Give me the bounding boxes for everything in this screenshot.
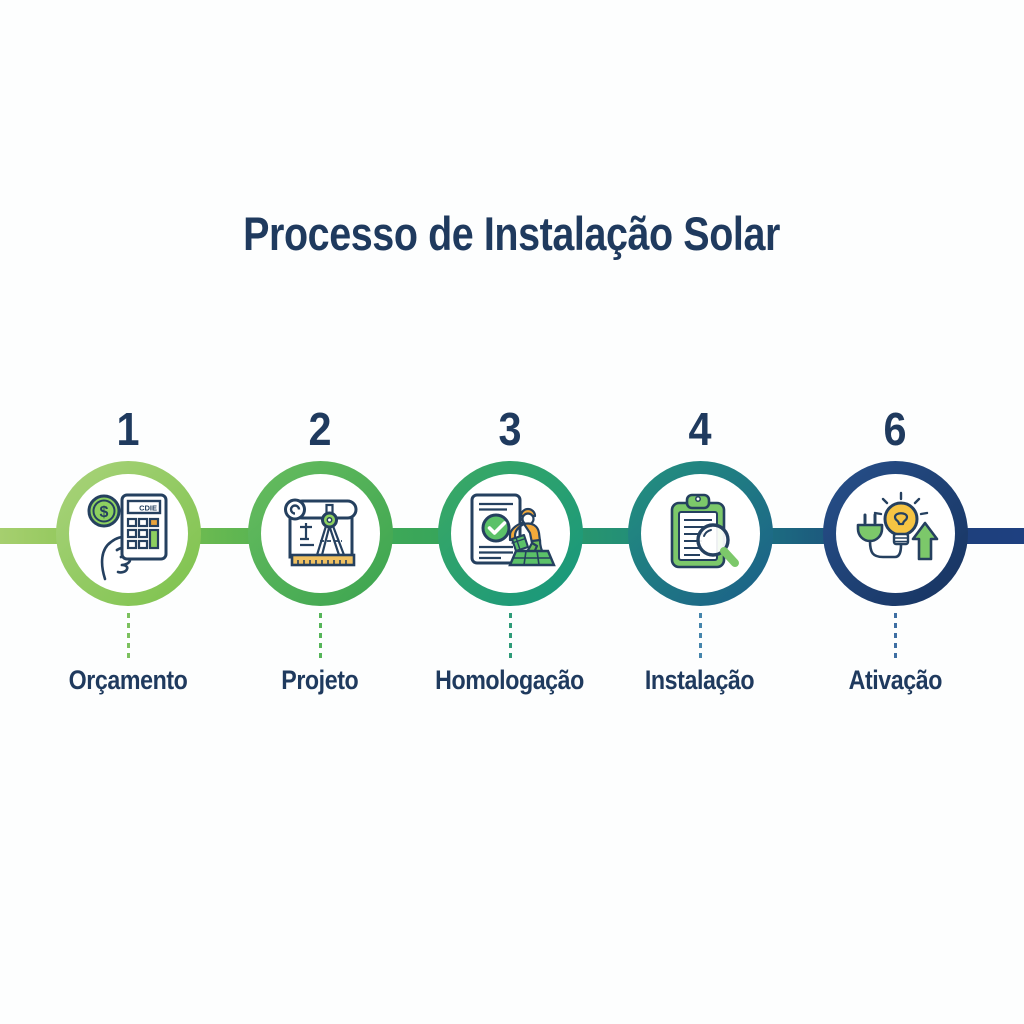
blueprint-compass-icon	[284, 498, 358, 567]
power-plug	[856, 513, 903, 559]
step-label: Instalação	[645, 665, 755, 695]
connector-dash	[893, 613, 897, 661]
step-number: 4	[688, 403, 712, 455]
connector-dash	[698, 613, 702, 661]
clipboard-magnifier-icon	[670, 493, 739, 569]
step-label: Orçamento	[68, 665, 188, 695]
light-rays	[873, 491, 929, 516]
step-ativacao: 6 Ativação	[800, 403, 990, 713]
step-label: Homologação	[435, 665, 585, 695]
step-instalacao: 4 Instalação	[605, 403, 795, 713]
money-coin: $	[87, 494, 121, 528]
step-number: 6	[883, 403, 907, 455]
calculator-money-icon: $ CDIE	[87, 493, 168, 581]
held-panel	[511, 534, 529, 552]
step-homologacao: 3 Homologaç	[415, 403, 605, 713]
magnifier	[696, 523, 739, 567]
ruler	[290, 553, 356, 567]
connector-dash	[508, 613, 512, 661]
solar-panel	[508, 549, 556, 567]
connector-dash	[126, 613, 130, 661]
page-title: Processo de Instalação Solar	[243, 207, 781, 260]
step-label: Ativação	[848, 665, 942, 695]
step-number: 3	[498, 403, 522, 455]
document-check-worker-icon	[470, 493, 556, 567]
step-number: 1	[116, 403, 140, 455]
step-circle	[822, 461, 968, 606]
up-arrow	[911, 521, 939, 561]
svg-text:$: $	[100, 504, 109, 521]
step-label: Projeto	[281, 665, 359, 695]
step-number: 2	[308, 403, 332, 455]
lightbulb-plug-icon	[856, 491, 939, 561]
worker-figure	[508, 507, 546, 563]
step-orcamento: 1 $ CDIE Orçamento	[33, 403, 223, 713]
step-projeto: 2 Projeto	[225, 403, 415, 713]
lightbulb	[883, 501, 919, 546]
approval-document	[470, 493, 522, 565]
calculator-display-text: CDIE	[139, 504, 157, 513]
connector-dash	[318, 613, 322, 661]
calculator-body: CDIE	[120, 493, 168, 561]
